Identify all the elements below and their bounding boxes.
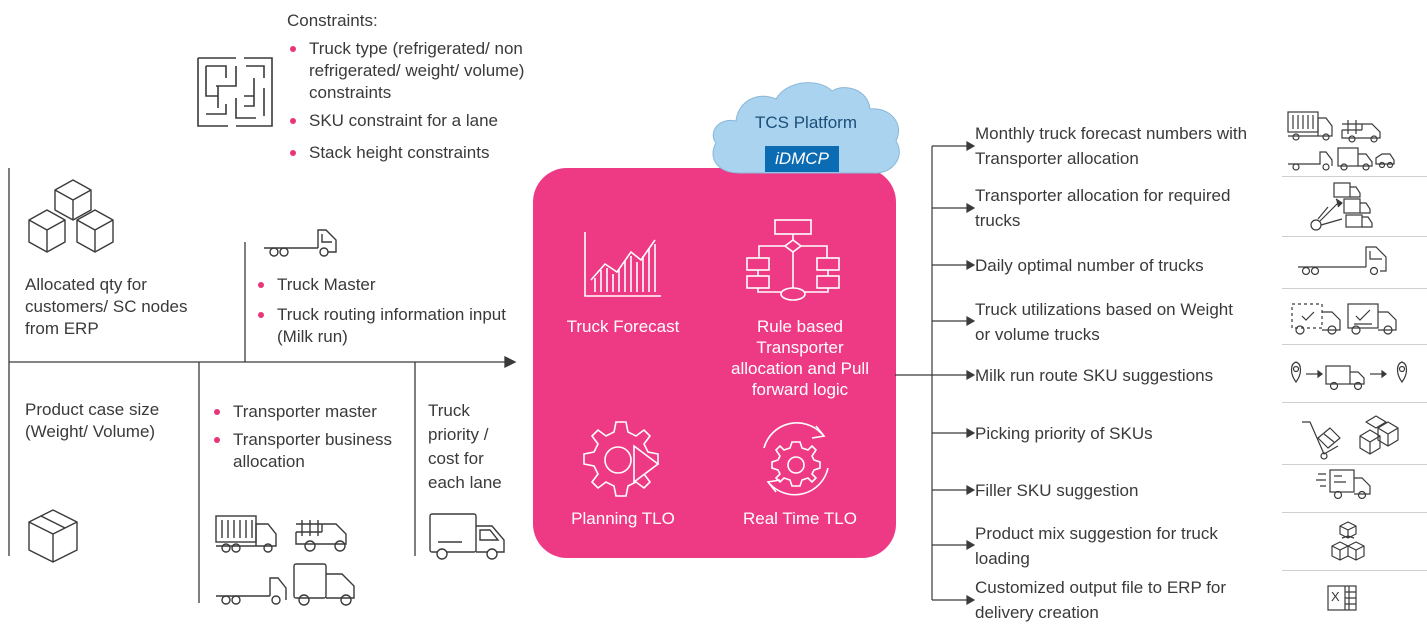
output-picking-priority: Picking priority of SKUs — [975, 424, 1153, 443]
icon-separator — [1282, 570, 1427, 571]
constraint-item: SKU constraint for a lane — [287, 110, 587, 132]
icon-separator — [1282, 512, 1427, 513]
product-case-label: Product case size (Weight/ Volume) — [25, 400, 160, 441]
output-customized-file: Customized output file to ERP for delive… — [975, 578, 1227, 622]
output-tree-lines — [895, 140, 976, 606]
gear-play-icon — [583, 421, 660, 497]
output-daily-optimal: Daily optimal number of trucks — [975, 256, 1204, 275]
hand-truck-boxes-icon — [1302, 415, 1399, 460]
fishbone-lines — [8, 168, 517, 603]
allocation-network-icon — [1310, 182, 1373, 231]
truck-master-item: Truck Master — [255, 274, 515, 296]
constraint-item: Stack height constraints — [287, 142, 587, 164]
stacked-boxes-icon — [28, 179, 114, 253]
module-rule-based-allocation: Rule based Transporter allocation and Pu… — [731, 317, 869, 399]
module-planning-tlo: Planning TLO — [571, 509, 675, 528]
excel-glyph: X — [1331, 589, 1340, 604]
icon-separator — [1282, 464, 1427, 465]
box-icon — [28, 509, 78, 563]
truck-master-list: Truck Master Truck routing information i… — [255, 274, 515, 348]
cloud-icon — [712, 82, 900, 174]
constraint-item: Truck type (refrigerated/ non refrigerat… — [287, 38, 587, 104]
module-real-time-tlo: Real Time TLO — [742, 509, 857, 528]
output-transporter-allocation: Transporter allocation for required truc… — [975, 186, 1231, 230]
truck-fleet-icon — [1287, 111, 1395, 171]
van-icon — [429, 513, 505, 560]
filler-truck-icon — [1316, 469, 1371, 500]
module-truck-forecast: Truck Forecast — [566, 317, 680, 336]
product-mix-boxes-icon — [1331, 521, 1365, 561]
icon-separator — [1282, 236, 1427, 237]
utilization-trucks-icon — [1291, 303, 1397, 335]
icon-separator — [1282, 402, 1427, 403]
constraints-title: Constraints: — [287, 11, 378, 30]
platform-hub — [533, 168, 896, 558]
icon-separator — [1282, 176, 1427, 177]
output-filler-sku: Filler SKU suggestion — [975, 481, 1139, 500]
flowchart-icon — [746, 219, 840, 301]
output-monthly-forecast: Monthly truck forecast numbers with Tran… — [975, 124, 1248, 168]
trailer-truck-icon — [1298, 246, 1387, 276]
output-truck-utilization: Truck utilizations based on Weight or vo… — [975, 300, 1233, 344]
transporter-list: Transporter master Transporter business … — [211, 401, 411, 473]
icon-separator — [1282, 288, 1427, 289]
output-milk-run: Milk run route SKU suggestions — [975, 366, 1214, 385]
cloud-badge: iDMCP — [765, 146, 839, 172]
excel-file-icon: X — [1327, 585, 1357, 611]
constraints-list: Truck type (refrigerated/ non refrigerat… — [287, 38, 587, 164]
truck-routing-item: Truck routing information input (Milk ru… — [255, 304, 515, 348]
realtime-gear-icon — [763, 422, 829, 496]
transporter-master-item: Transporter master — [211, 401, 411, 423]
transporter-business-item: Transporter business allocation — [211, 429, 411, 473]
cloud-title: TCS Platform — [754, 113, 858, 132]
output-product-mix: Product mix suggestion for truck loading — [975, 524, 1218, 568]
truck-priority-label: Truck priority / cost for each lane — [428, 401, 502, 492]
flatbed-truck-icon — [264, 229, 337, 257]
icon-separator — [1282, 344, 1427, 345]
truck-fleet-icon — [215, 515, 355, 606]
milk-run-route-icon — [1290, 361, 1408, 391]
trend-chart-icon — [584, 232, 661, 297]
maze-icon — [197, 57, 273, 127]
allocated-qty-label: Allocated qty for customers/ SC nodes fr… — [25, 275, 188, 338]
